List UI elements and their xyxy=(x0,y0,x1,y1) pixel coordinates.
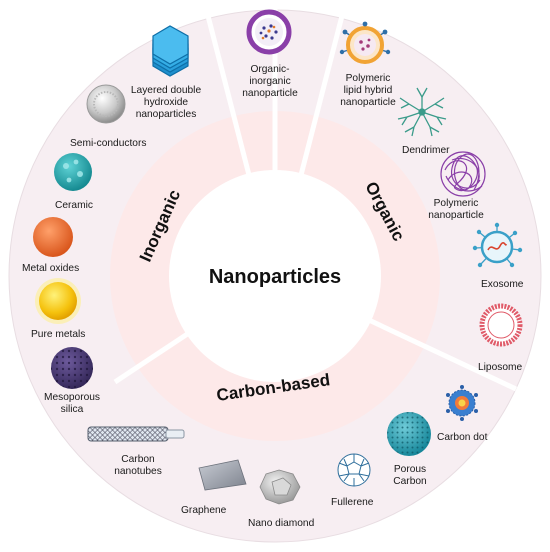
label-semi-conductors: Semi-conductors xyxy=(70,138,146,149)
semi-conductor-icon xyxy=(86,84,126,124)
svg-text:Mesoporous: Mesoporous xyxy=(44,392,100,403)
center-title: Nanoparticles xyxy=(209,266,341,288)
svg-text:Carbon: Carbon xyxy=(393,476,426,487)
carbon-dot-icon xyxy=(446,385,478,421)
exosome-icon xyxy=(472,222,523,268)
label-polymeric-nanoparticle: Polymeric nanoparticle xyxy=(428,198,484,221)
label-layered-double-hydroxide: Layered double hydroxide nanoparticles xyxy=(131,85,202,120)
label-carbon-nanotubes: Carbon nanotubes xyxy=(114,454,162,477)
svg-text:nanotubes: nanotubes xyxy=(114,466,162,477)
layered-double-hydroxide-icon xyxy=(152,25,189,77)
svg-text:Layered double: Layered double xyxy=(131,85,202,96)
fullerene-icon xyxy=(337,453,371,487)
polymeric-nanoparticle-icon xyxy=(440,151,486,197)
svg-text:nanoparticles: nanoparticles xyxy=(136,109,197,120)
polymeric-lipid-hybrid-icon xyxy=(339,21,391,64)
svg-text:inorganic: inorganic xyxy=(249,76,290,87)
svg-text:silica: silica xyxy=(61,404,84,415)
porous-carbon-icon xyxy=(387,412,431,456)
label-organic-inorganic: Organic- inorganic nanoparticle xyxy=(242,64,298,99)
label-polymeric-lipid-hybrid: Polymeric lipid hybrid nanoparticle xyxy=(340,73,396,108)
svg-text:Organic-: Organic- xyxy=(250,64,289,75)
organic-inorganic-nanoparticle-icon xyxy=(246,9,292,55)
label-exosome: Exosome xyxy=(481,279,524,290)
svg-text:nanoparticle: nanoparticle xyxy=(242,88,298,99)
label-porous-carbon: Porous Carbon xyxy=(393,464,426,487)
label-ceramic: Ceramic xyxy=(55,200,93,211)
metal-oxide-icon xyxy=(33,217,73,257)
svg-text:lipid hybrid: lipid hybrid xyxy=(344,85,393,96)
sector-dividers xyxy=(113,8,518,392)
dendrimer-icon xyxy=(397,87,447,137)
ceramic-icon xyxy=(54,153,92,191)
carbon-nanotube-icon xyxy=(87,426,185,442)
svg-text:nanoparticle: nanoparticle xyxy=(428,210,484,221)
label-fullerene: Fullerene xyxy=(331,497,374,508)
label-nano-diamond: Nano diamond xyxy=(248,518,315,529)
svg-text:Polymeric: Polymeric xyxy=(346,73,391,84)
svg-text:nanoparticle: nanoparticle xyxy=(340,97,396,108)
label-carbon-dot: Carbon dot xyxy=(437,432,488,443)
svg-text:hydroxide: hydroxide xyxy=(144,97,189,108)
nano-diamond-icon xyxy=(259,469,301,505)
svg-text:Carbon: Carbon xyxy=(121,454,154,465)
label-dendrimer: Dendrimer xyxy=(402,145,450,156)
label-graphene: Graphene xyxy=(181,505,227,516)
label-mesoporous-silica: Mesoporous silica xyxy=(44,392,100,415)
mesoporous-silica-icon xyxy=(51,347,93,389)
liposome-icon xyxy=(479,303,523,347)
svg-text:Porous: Porous xyxy=(394,464,426,475)
graphene-icon xyxy=(198,459,247,491)
label-liposome: Liposome xyxy=(478,362,523,373)
label-pure-metals: Pure metals xyxy=(31,329,85,340)
svg-text:Polymeric: Polymeric xyxy=(434,198,479,209)
pure-metal-icon xyxy=(35,278,81,324)
label-metal-oxides: Metal oxides xyxy=(22,263,79,274)
